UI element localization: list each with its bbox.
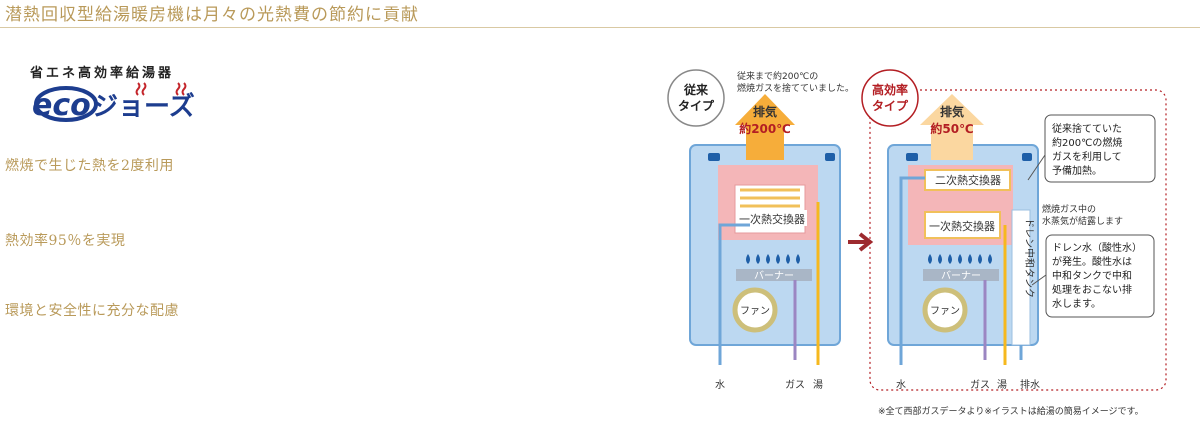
condensation-note-line1: 燃焼ガス中の: [1042, 203, 1096, 215]
feature-2: 熱効率95％を実現: [5, 233, 126, 249]
conventional-burner-label: バーナー: [754, 270, 794, 282]
conventional-pipe-water: 水: [715, 379, 725, 391]
comparison-diagram: 排気 約200℃ 一次熱交換器 バーナー ファン 水 ガス 湯 従来 タイプ 従…: [667, 69, 1167, 391]
callout-drain-line4: 処理をおこない排: [1052, 283, 1132, 296]
conventional-note-line2: 燃焼ガスを捨てていました。: [737, 82, 854, 94]
drain-tank-label: ドレン中和タンク: [1023, 218, 1036, 298]
conventional-fan-label: ファン: [740, 306, 770, 317]
conventional-unit: 排気 約200℃ 一次熱交換器 バーナー ファン 水 ガス 湯 従来 タイプ 従…: [667, 69, 854, 391]
svg-text:eco: eco: [32, 88, 91, 123]
high-efficiency-burner-label: バーナー: [941, 270, 981, 282]
high-efficiency-frame: [869, 89, 1167, 391]
high-efficiency-pipe-water: 水: [896, 379, 906, 391]
conventional-badge-line2: タイプ: [678, 98, 715, 113]
primary-exchanger-label: 一次熱交換器: [929, 219, 995, 233]
ecojozu-logo: eco ジョーズ: [32, 82, 195, 123]
conventional-badge-line1: 従来: [683, 82, 709, 97]
title-divider: [0, 27, 1200, 28]
transition-arrow: [848, 232, 874, 252]
callout-drain-line5: 水します。: [1052, 298, 1101, 310]
footnote: ※全て西部ガスデータより※イラストは給湯の簡易イメージです。: [878, 407, 1144, 417]
page-title: 潜熱回収型給湯暖房機は月々の光熱費の節約に貢献: [5, 5, 419, 25]
conventional-note-line1: 従来まで約200℃の: [737, 70, 818, 82]
high-efficiency-burner-flames: [928, 254, 992, 264]
conventional-pipe-hot: 湯: [813, 378, 823, 391]
callout-preheat-line4: 予備加熱。: [1052, 164, 1102, 177]
conventional-burner-flames: [746, 254, 800, 264]
secondary-exchanger-label: 二次熱交換器: [935, 173, 1001, 187]
high-efficiency-pipe-gas: ガス: [970, 379, 990, 391]
high-efficiency-pipe-hot: 湯: [997, 378, 1007, 391]
high-efficiency-fan-label: ファン: [930, 306, 960, 317]
svg-text:ジョーズ: ジョーズ: [92, 91, 195, 122]
callout-drain-line1: ドレン水（酸性水）: [1052, 241, 1142, 254]
conventional-exhaust-temp: 約200℃: [739, 121, 791, 136]
callout-preheat-line3: ガスを利用して: [1052, 151, 1122, 163]
high-efficiency-badge-line1: 高効率: [872, 82, 908, 97]
high-efficiency-exhaust-label: 排気: [940, 104, 964, 119]
callout-preheat-line2: 約200℃の燃焼: [1052, 136, 1122, 149]
logo-caption: 省エネ高効率給湯器: [30, 66, 175, 81]
high-efficiency-exhaust-arrow: [920, 94, 984, 160]
callout-drain-line2: が発生。酸性水は: [1052, 255, 1132, 268]
callout-drain-line3: 中和タンクで中和: [1052, 269, 1132, 282]
high-efficiency-exhaust-temp: 約50℃: [930, 121, 973, 136]
conventional-pipe-gas: ガス: [785, 379, 805, 391]
feature-1: 燃焼で生じた熱を2度利用: [5, 158, 174, 174]
high-efficiency-unit: 排気 約50℃ 二次熱交換器 一次熱交換器 ドレン中和タンク バーナー ファン …: [861, 69, 1040, 391]
callout-drain: [1045, 234, 1155, 318]
conventional-exhaust-label: 排気: [753, 104, 777, 119]
condensation-note-line2: 水蒸気が結露します: [1042, 215, 1123, 227]
conventional-exhaust-arrow: [735, 94, 795, 160]
feature-3: 環境と安全性に充分な配慮: [5, 303, 179, 319]
high-efficiency-pipe-drain: 排水: [1020, 378, 1040, 391]
callout-preheat: [1044, 114, 1156, 183]
conventional-exchanger-label: 一次熱交換器: [739, 212, 805, 226]
callout-preheat-line1: 従来捨てていた: [1052, 122, 1122, 135]
high-efficiency-badge-line2: タイプ: [872, 98, 909, 113]
